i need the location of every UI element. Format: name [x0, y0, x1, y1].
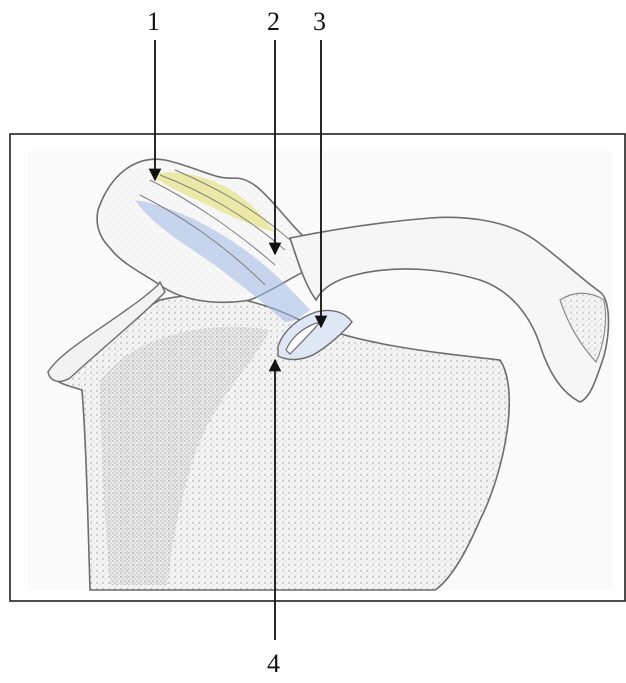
label-1: 1: [147, 7, 160, 36]
label-3: 3: [313, 7, 326, 36]
label-2: 2: [267, 7, 280, 36]
label-4: 4: [267, 649, 280, 678]
